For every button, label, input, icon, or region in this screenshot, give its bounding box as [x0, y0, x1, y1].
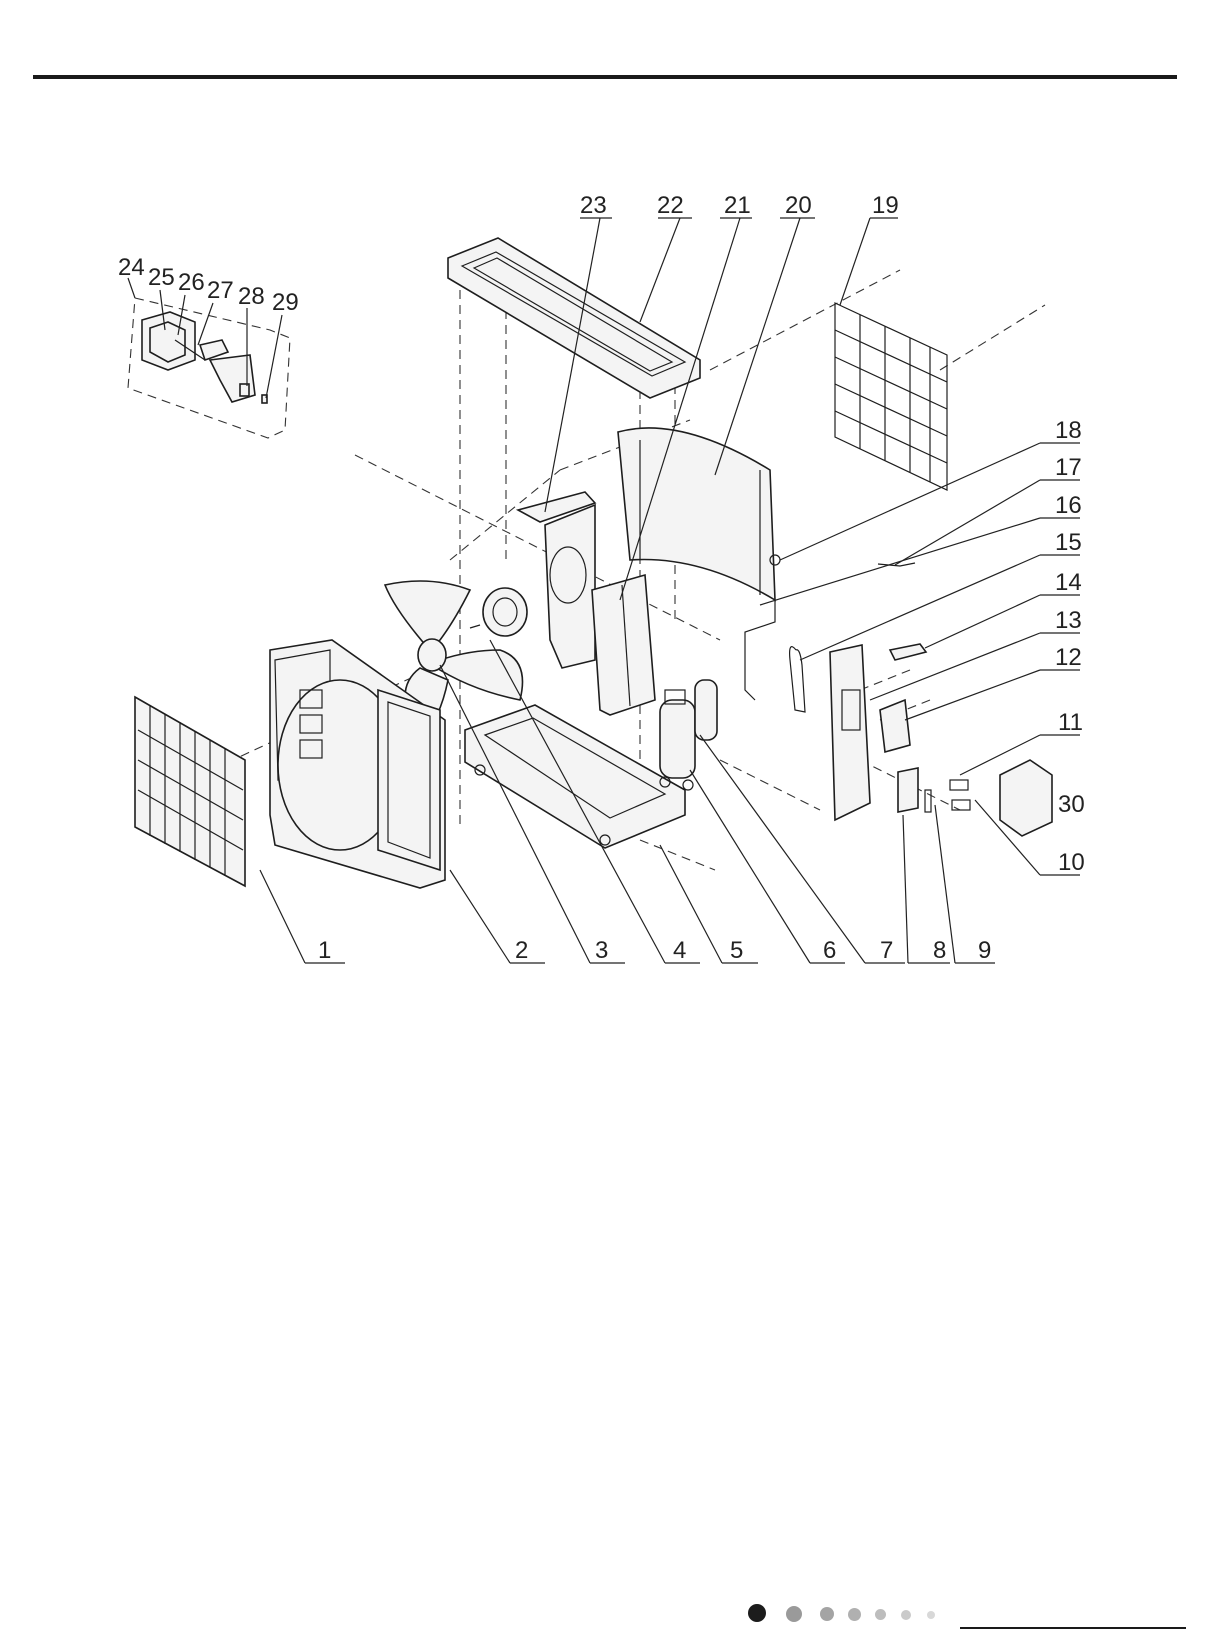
callout-11: 11: [1058, 709, 1083, 736]
electric-box-cover: [1000, 760, 1052, 836]
callout-6: 6: [823, 937, 836, 964]
front-grille: [135, 697, 245, 886]
callout-15: 15: [1055, 529, 1082, 556]
callout-17: 17: [1055, 454, 1082, 481]
right-side-plate: [830, 645, 870, 820]
fan-motor: [470, 588, 527, 636]
pipe-assemblies: [745, 600, 805, 712]
motor-support: [518, 492, 595, 668]
page-dot-2[interactable]: [786, 1606, 802, 1622]
page-dot-4[interactable]: [848, 1608, 861, 1621]
page-dot-5[interactable]: [875, 1609, 886, 1620]
callout-30: 30: [1058, 791, 1085, 818]
callout-4: 4: [673, 937, 686, 964]
valve-assembly: [898, 768, 970, 812]
rear-grille: [835, 303, 947, 490]
page-dot-3[interactable]: [820, 1607, 834, 1621]
callout-1: 1: [318, 937, 331, 964]
page-dot-1[interactable]: [748, 1604, 766, 1622]
electric-box-inset: [128, 298, 290, 438]
callout-14: 14: [1055, 569, 1082, 596]
callout-28: 28: [238, 283, 265, 310]
callout-26: 26: [178, 269, 205, 296]
callout-27: 27: [207, 277, 234, 304]
callout-23: 23: [580, 192, 607, 219]
callout-25: 25: [148, 264, 175, 291]
callout-9: 9: [978, 937, 991, 964]
callout-10: 10: [1058, 849, 1085, 876]
callout-7: 7: [880, 937, 893, 964]
compressor: [660, 680, 717, 790]
bottom-rule: [960, 1627, 1186, 1629]
callout-24: 24: [118, 254, 145, 281]
callout-3: 3: [595, 937, 608, 964]
handle: [890, 644, 926, 660]
page-dot-7[interactable]: [927, 1611, 935, 1619]
callout-2: 2: [515, 937, 528, 964]
callout-20: 20: [785, 192, 812, 219]
callout-19: 19: [872, 192, 899, 219]
callout-12: 12: [1055, 644, 1082, 671]
page-dot-6[interactable]: [901, 1610, 911, 1620]
callout-21: 21: [724, 192, 751, 219]
top-cover: [448, 238, 700, 398]
isolation-sheet: [592, 575, 655, 715]
callout-29: 29: [272, 289, 299, 316]
callout-18: 18: [1055, 417, 1082, 444]
callout-16: 16: [1055, 492, 1082, 519]
chassis: [465, 705, 685, 848]
callout-13: 13: [1055, 607, 1082, 634]
valve-support-cover: [880, 700, 910, 752]
callout-8: 8: [933, 937, 946, 964]
callout-5: 5: [730, 937, 743, 964]
callout-22: 22: [657, 192, 684, 219]
condenser-coil: [618, 428, 780, 600]
